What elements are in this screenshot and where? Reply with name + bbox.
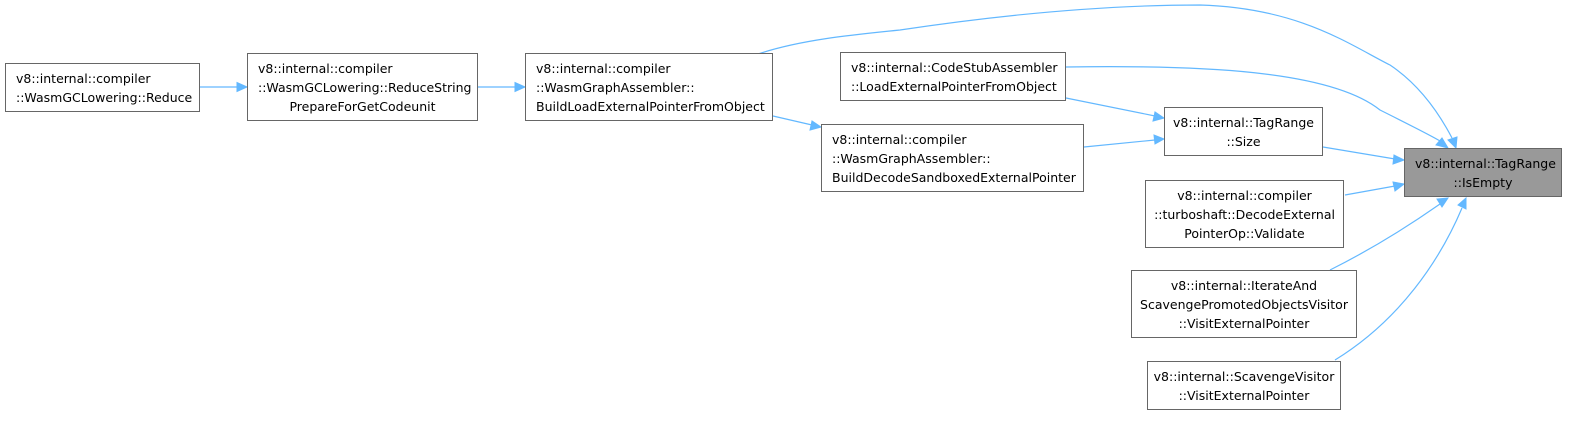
edge-validate-isempty	[1344, 185, 1396, 196]
arrow-scavenge-isempty	[1457, 196, 1467, 210]
arrow-loadext-isempty	[1435, 137, 1450, 149]
node-line: ::turboshaft::DecodeExternal	[1154, 206, 1335, 222]
node-line: ::WasmGCLowering::ReduceString	[258, 79, 472, 95]
arrow-builddecode-size	[1153, 134, 1166, 145]
node-wasmgclowering-reduce[interactable]: v8::internal::compiler ::WasmGCLowering:…	[5, 63, 200, 112]
arrow-loadext-size	[1152, 111, 1166, 122]
node-line: v8::internal::compiler	[832, 131, 967, 147]
arrow-reduce-reducestring	[236, 81, 249, 93]
node-iterateandscavenge-visitexternalpointer[interactable]: v8::internal::IterateAnd ScavengePromote…	[1131, 270, 1357, 338]
node-line: BuildLoadExternalPointerFromObject	[536, 98, 765, 114]
arrow-size-isempty	[1392, 154, 1406, 165]
edge-loadext-size	[1065, 97, 1156, 117]
node-line: v8::internal::compiler	[536, 60, 671, 76]
node-line: ScavengePromotedObjectsVisitor	[1140, 296, 1348, 312]
arrow-buildload-isempty	[1447, 136, 1458, 150]
edge-iterate-isempty	[1329, 203, 1441, 271]
node-wasmgraphassembler-builddecode[interactable]: v8::internal::compiler ::WasmGraphAssemb…	[821, 124, 1084, 192]
node-line: ::VisitExternalPointer	[1178, 387, 1310, 403]
node-wasmgraphassembler-buildload[interactable]: v8::internal::compiler ::WasmGraphAssemb…	[525, 53, 773, 121]
edge-scavenge-isempty	[1334, 207, 1463, 361]
node-tagrange-isempty[interactable]: v8::internal::TagRange ::IsEmpty	[1404, 148, 1562, 197]
node-line: v8::internal::TagRange	[1173, 114, 1314, 130]
edge-size-isempty	[1322, 146, 1396, 160]
node-line: ::IsEmpty	[1453, 174, 1513, 190]
node-line: v8::internal::ScavengeVisitor	[1153, 368, 1335, 384]
node-line: v8::internal::TagRange	[1415, 155, 1556, 171]
arrow-validate-isempty	[1392, 181, 1406, 192]
arrow-buildload-builddecode	[809, 120, 823, 131]
node-line: v8::internal::IterateAnd	[1170, 277, 1318, 293]
node-line: PrepareForGetCodeunit	[289, 98, 436, 114]
node-line: ::WasmGraphAssembler::	[832, 150, 991, 166]
node-line: BuildDecodeSandboxedExternalPointer	[832, 169, 1076, 185]
node-tagrange-size[interactable]: v8::internal::TagRange ::Size	[1164, 107, 1323, 156]
node-line: ::WasmGraphAssembler::	[536, 79, 695, 95]
edge-builddecode-size	[1083, 139, 1156, 148]
node-wasmgclowering-reducestring[interactable]: v8::internal::compiler ::WasmGCLowering:…	[247, 53, 478, 121]
node-line: PointerOp::Validate	[1184, 225, 1305, 241]
edge-loadext-isempty	[1065, 66, 1441, 142]
arrow-iterate-isempty	[1436, 197, 1449, 208]
node-line: ::LoadExternalPointerFromObject	[851, 78, 1057, 94]
node-line: v8::internal::compiler	[1177, 187, 1312, 203]
node-turboshaft-validate[interactable]: v8::internal::compiler ::turboshaft::Dec…	[1145, 180, 1344, 248]
node-line: v8::internal::compiler	[16, 70, 151, 86]
node-line: ::VisitExternalPointer	[1178, 315, 1310, 331]
node-codestubassembler-loadexternalpointer[interactable]: v8::internal::CodeStubAssembler ::LoadEx…	[840, 52, 1066, 101]
node-scavengevisitor-visitexternalpointer[interactable]: v8::internal::ScavengeVisitor ::VisitExt…	[1147, 361, 1341, 410]
arrow-reducestring-buildload	[514, 81, 527, 93]
node-line: ::WasmGCLowering::Reduce	[16, 89, 193, 105]
node-line: v8::internal::compiler	[258, 60, 393, 76]
edge-buildload-builddecode	[772, 115, 813, 126]
node-line: v8::internal::CodeStubAssembler	[851, 59, 1058, 75]
node-line: ::Size	[1226, 133, 1261, 149]
edge-buildload-isempty	[757, 4, 1453, 139]
